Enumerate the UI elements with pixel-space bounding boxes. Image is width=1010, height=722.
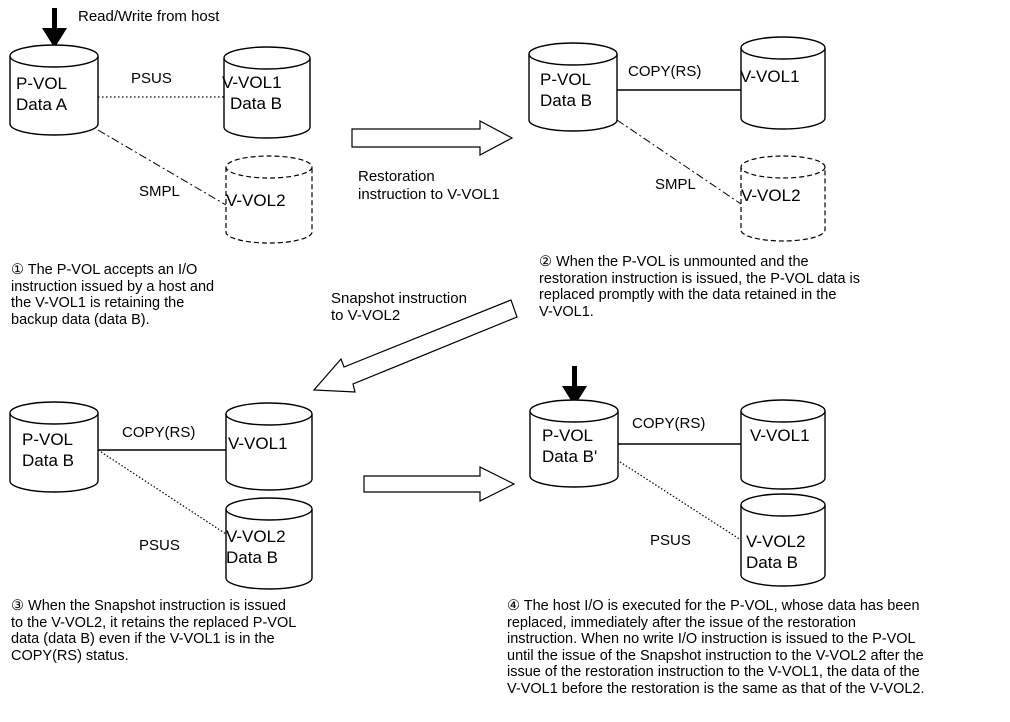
copy-rs-label-3: COPY(RS) xyxy=(122,424,195,441)
pvol-label-1: P-VOL xyxy=(16,74,67,93)
vvol2-cylinder-4 xyxy=(740,493,826,587)
pvol-cylinder-4 xyxy=(529,399,619,488)
vvol1-cylinder-2 xyxy=(740,36,826,130)
vvol1-cylinder-3 xyxy=(225,402,313,491)
smpl-label-2: SMPL xyxy=(655,176,696,193)
smpl-link-2 xyxy=(616,119,742,205)
vvol1-data-1: Data B xyxy=(230,94,282,113)
pvol-data-2: Data B xyxy=(540,91,592,110)
pvol-cylinder-1 xyxy=(9,44,99,136)
restoration-arrow xyxy=(351,120,514,156)
pvol-label-4: P-VOL xyxy=(542,426,593,445)
step-4-caption: ④ The host I/O is executed for the P-VOL… xyxy=(507,598,925,697)
vvol2-label-4: V-VOL2 xyxy=(746,532,806,551)
pvol-label-3: P-VOL xyxy=(22,430,73,449)
panel-1: Read/Write from host P-VOL Data A V-VOL1… xyxy=(9,8,313,244)
vvol1-cylinder-1 xyxy=(223,46,311,139)
panel-3: P-VOL Data B V-VOL1 V-VOL2 Data B COPY(R… xyxy=(9,401,313,590)
psus-link-4 xyxy=(616,459,742,541)
psus-link-3 xyxy=(97,449,227,535)
step-3-caption: ③ When the Snapshot instruction is issue… xyxy=(11,598,297,664)
step-1-caption: ① The P-VOL accepts an I/O instruction i… xyxy=(11,262,215,328)
vvol1-label-3: V-VOL1 xyxy=(228,434,288,453)
vvol2-label-1: V-VOL2 xyxy=(226,191,286,210)
vvol2-cylinder-2 xyxy=(740,155,826,242)
panel-4: P-VOL Data B' V-VOL1 V-VOL2 Data B COPY(… xyxy=(529,366,826,587)
vvol2-label-3: V-VOL2 xyxy=(226,527,286,546)
step-2-caption: ② When the P-VOL is unmounted and the re… xyxy=(539,254,861,320)
pvol-data-1: Data A xyxy=(16,95,68,114)
host-io-resume-arrow xyxy=(363,466,516,502)
smpl-link-1 xyxy=(97,129,227,206)
snapshot-arrow xyxy=(312,299,518,393)
psus-label-1: PSUS xyxy=(131,70,172,87)
copy-rs-label-4: COPY(RS) xyxy=(632,415,705,432)
host-io-arrow-4 xyxy=(562,366,587,406)
host-io-arrow-1 xyxy=(42,8,67,48)
copy-rs-label-2: COPY(RS) xyxy=(628,63,701,80)
psus-label-4: PSUS xyxy=(650,532,691,549)
pvol-cylinder-2 xyxy=(528,42,618,132)
host-io-label: Read/Write from host xyxy=(78,8,220,25)
vvol1-label-1: V-VOL1 xyxy=(222,73,282,92)
smpl-label-1: SMPL xyxy=(139,183,180,200)
vvol2-data-3: Data B xyxy=(226,548,278,567)
vvol1-label-2: V-VOL1 xyxy=(740,67,800,86)
vvol2-cylinder-1 xyxy=(225,155,313,244)
snapshot-instruction-label: Snapshot instruction to V-VOL2 xyxy=(331,290,471,324)
psus-label-3: PSUS xyxy=(139,537,180,554)
vvol2-cylinder-3 xyxy=(225,497,313,590)
vvol1-cylinder-4 xyxy=(740,399,826,490)
pvol-cylinder-3 xyxy=(9,401,99,493)
vvol1-label-4: V-VOL1 xyxy=(750,426,810,445)
pvol-data-3: Data B xyxy=(22,451,74,470)
vvol2-data-4: Data B xyxy=(746,553,798,572)
vvol2-label-2: V-VOL2 xyxy=(741,186,801,205)
pvol-label-2: P-VOL xyxy=(540,70,591,89)
restoration-instruction-label: Restoration instruction to V-VOL1 xyxy=(358,168,500,203)
pvol-data-4: Data B' xyxy=(542,447,597,466)
panel-2: P-VOL Data B V-VOL1 V-VOL2 COPY(RS) SMPL xyxy=(528,36,826,242)
